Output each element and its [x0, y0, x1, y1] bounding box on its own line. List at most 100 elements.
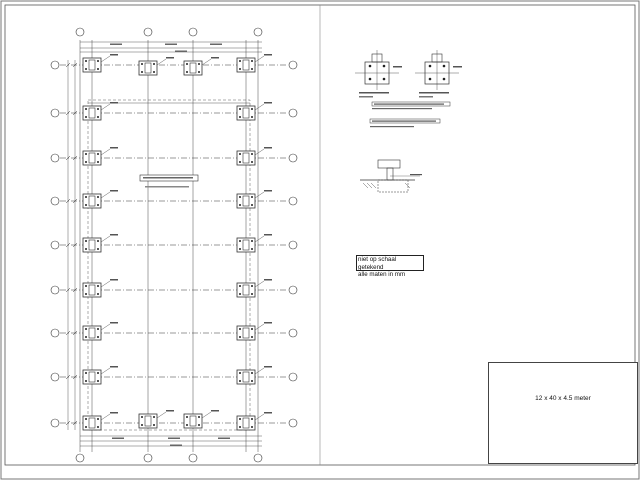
anchor-bolt [251, 161, 253, 163]
grid-bubble [50, 196, 60, 206]
anchor-bolt [97, 161, 99, 163]
leader-line [254, 103, 265, 111]
leader-line [100, 323, 111, 331]
leader-line [254, 413, 265, 421]
anchor-bolt [97, 68, 99, 70]
title-block: 12 x 40 x 4.5 meter [488, 362, 638, 464]
dimension-tick [65, 420, 71, 426]
section-hatch [404, 182, 411, 189]
dimension-text-mark [170, 444, 182, 446]
leader-label-mark [110, 102, 118, 104]
grid-bubble-bottom [143, 453, 153, 463]
anchor-bolt [198, 71, 200, 73]
leader-label-mark [264, 279, 272, 281]
detail-caption-mark [359, 92, 389, 94]
leader-label-mark [110, 147, 118, 149]
section-hatch [366, 182, 373, 189]
leader-label-mark [110, 54, 118, 56]
anchor-bolt [251, 116, 253, 118]
anchor-bolt [85, 248, 87, 250]
anchor-bolt [186, 424, 188, 426]
detail-bolt [368, 64, 372, 68]
anchor-bolt [85, 240, 87, 242]
anchor-bolt [85, 285, 87, 287]
anchor-bolt [251, 285, 253, 287]
grid-bubble-top [143, 27, 153, 37]
anchor-bolt [239, 285, 241, 287]
dimension-tick [72, 155, 78, 161]
dimension-text-mark [168, 437, 180, 439]
anchor-bolt [239, 204, 241, 206]
leader-line [100, 280, 111, 288]
leader-label-mark [264, 102, 272, 104]
leader-label-mark [110, 322, 118, 324]
anchor-bolt [85, 60, 87, 62]
dimension-text-mark [175, 50, 187, 52]
anchor-bolt [251, 293, 253, 295]
anchor-bolt [85, 426, 87, 428]
section-box [377, 159, 401, 169]
anchor-bolt [251, 372, 253, 374]
dimension-tick [65, 374, 71, 380]
plan-note-text-mark [143, 177, 193, 179]
anchor-bolt [251, 108, 253, 110]
column-section [242, 284, 250, 296]
leader-label-mark [166, 57, 174, 59]
leader-label-mark [211, 410, 219, 412]
anchor-bolt [85, 336, 87, 338]
grid-bubble [288, 372, 298, 382]
leader-label-mark [264, 322, 272, 324]
leader-line [254, 323, 265, 331]
leader-line [254, 55, 265, 63]
dimension-tick [72, 287, 78, 293]
column-section [242, 152, 250, 164]
anchor-bolt [239, 153, 241, 155]
column-section [242, 239, 250, 251]
anchor-bolt [251, 240, 253, 242]
anchor-bolt [239, 418, 241, 420]
anchor-bolt [239, 240, 241, 242]
detail-bolt [442, 77, 446, 81]
dimension-tick [72, 62, 78, 68]
detail-caption-mark [419, 96, 433, 98]
anchor-bolt [251, 426, 253, 428]
detail-label-mark [453, 66, 462, 68]
anchor-bolt [239, 116, 241, 118]
detail-views [355, 50, 462, 193]
grid-bubble-bottom [75, 453, 85, 463]
anchor-bolt [85, 68, 87, 70]
anchor-bolt [97, 116, 99, 118]
foundation-plan [50, 27, 298, 463]
dimension-tick [72, 420, 78, 426]
grid-bubble [288, 60, 298, 70]
grid-bubble-top [188, 27, 198, 37]
column-section [88, 327, 96, 339]
anchor-bolt [141, 424, 143, 426]
column-section [242, 107, 250, 119]
anchor-bolt [85, 328, 87, 330]
leader-label-mark [264, 147, 272, 149]
plan-note-text-mark [145, 186, 189, 188]
anchor-bolt [85, 418, 87, 420]
grid-bubble [288, 240, 298, 250]
grid-bubble [288, 418, 298, 428]
spec-note-box [369, 118, 441, 124]
anchor-bolt [97, 285, 99, 287]
anchor-bolt [97, 380, 99, 382]
anchor-bolt [153, 63, 155, 65]
grid-bubble [50, 60, 60, 70]
grid-bubble [50, 285, 60, 295]
anchor-bolt [251, 196, 253, 198]
anchor-bolt [85, 372, 87, 374]
leader-line [100, 191, 111, 199]
leader-line [156, 411, 167, 419]
scale-note-line2: alle maten in mm [358, 271, 406, 278]
scale-note: niet op schaal getekend alle maten in mm [356, 255, 424, 278]
anchor-bolt [85, 293, 87, 295]
leader-line [201, 58, 212, 66]
anchor-bolt [239, 426, 241, 428]
anchor-bolt [97, 372, 99, 374]
anchor-bolt [239, 336, 241, 338]
dimension-text-mark [110, 43, 122, 45]
